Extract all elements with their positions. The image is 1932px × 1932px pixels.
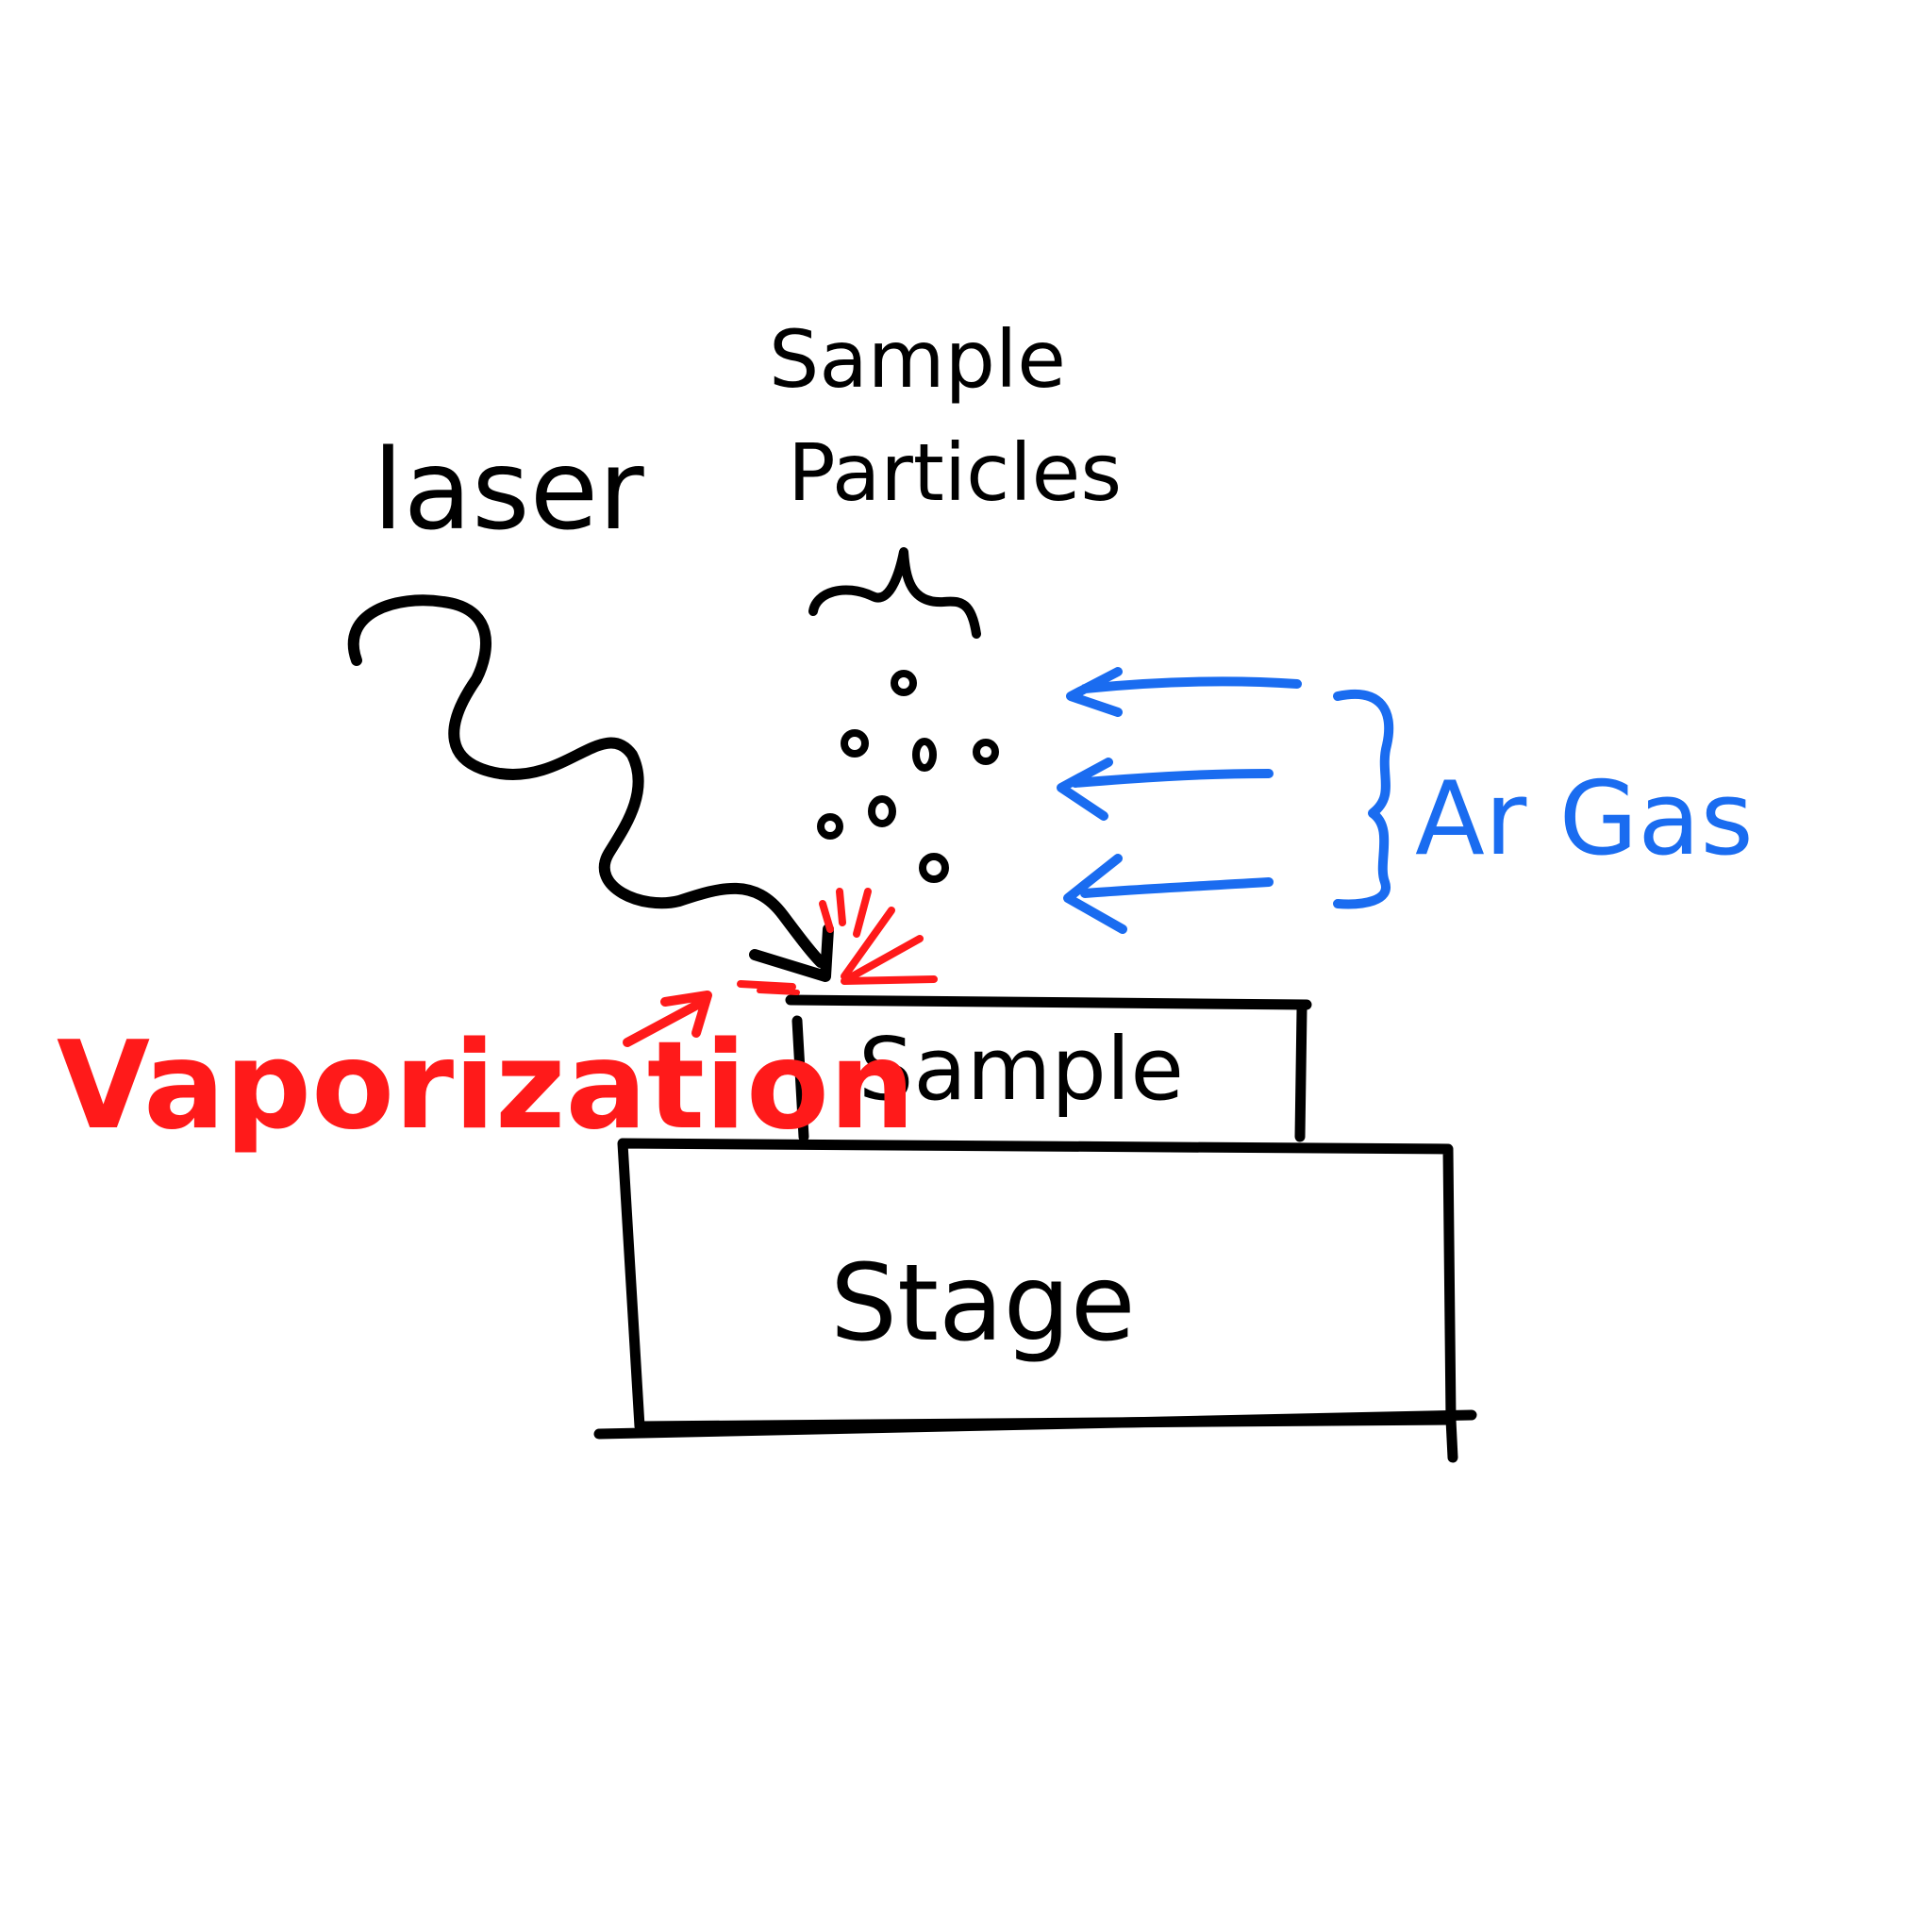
particle: [817, 813, 843, 840]
ar-gas-label: Ar Gas: [1415, 760, 1754, 878]
laser-arrowhead: [749, 924, 834, 982]
burst-ray: [836, 888, 846, 926]
laser-group: laser: [347, 425, 834, 982]
particle: [973, 739, 999, 765]
vaporization-arrow: [623, 991, 712, 1047]
burst-ray: [853, 888, 872, 938]
burst-ray: [841, 907, 895, 980]
laser-beam-wave: [347, 594, 826, 968]
sample-particles-annotation: Sample Particles: [769, 313, 1122, 639]
burst-ray: [843, 935, 924, 983]
sample-top-line: [785, 994, 1312, 1010]
laser-label: laser: [373, 425, 644, 555]
burst-ray: [757, 988, 800, 995]
burst-ray: [819, 900, 834, 933]
gas-brace: [1333, 690, 1394, 909]
stage-block: Stage: [593, 1138, 1477, 1463]
gas-arrow-top: [1066, 667, 1302, 717]
sample-particles-label-line2: Particles: [788, 426, 1122, 519]
sample-particles: [817, 670, 999, 883]
particle: [891, 670, 917, 696]
stage-base-line: [593, 1409, 1477, 1440]
particle: [868, 795, 896, 827]
sample-left-side: [791, 1015, 809, 1142]
vaporization-burst: [737, 888, 938, 995]
ar-gas-annotation: Ar Gas: [1057, 667, 1754, 934]
stage-right-tick: [1445, 1414, 1458, 1463]
sample-block: Sample: [785, 994, 1312, 1142]
particle: [912, 738, 937, 772]
gas-arrow-middle: [1057, 758, 1274, 821]
vaporization-label: Vaporization: [57, 1016, 915, 1157]
gas-arrow-bottom: [1063, 854, 1274, 934]
sample-label: Sample: [858, 1019, 1184, 1120]
sample-particles-brace: [808, 547, 981, 639]
sample-right-side: [1294, 1004, 1307, 1142]
particle: [841, 729, 869, 758]
stage-label: Stage: [830, 1242, 1136, 1365]
vaporization-annotation: Vaporization: [57, 991, 915, 1157]
burst-ray: [841, 975, 938, 985]
sample-particles-label-line1: Sample: [769, 313, 1066, 406]
particle: [919, 853, 949, 883]
burst-ray: [737, 980, 796, 991]
